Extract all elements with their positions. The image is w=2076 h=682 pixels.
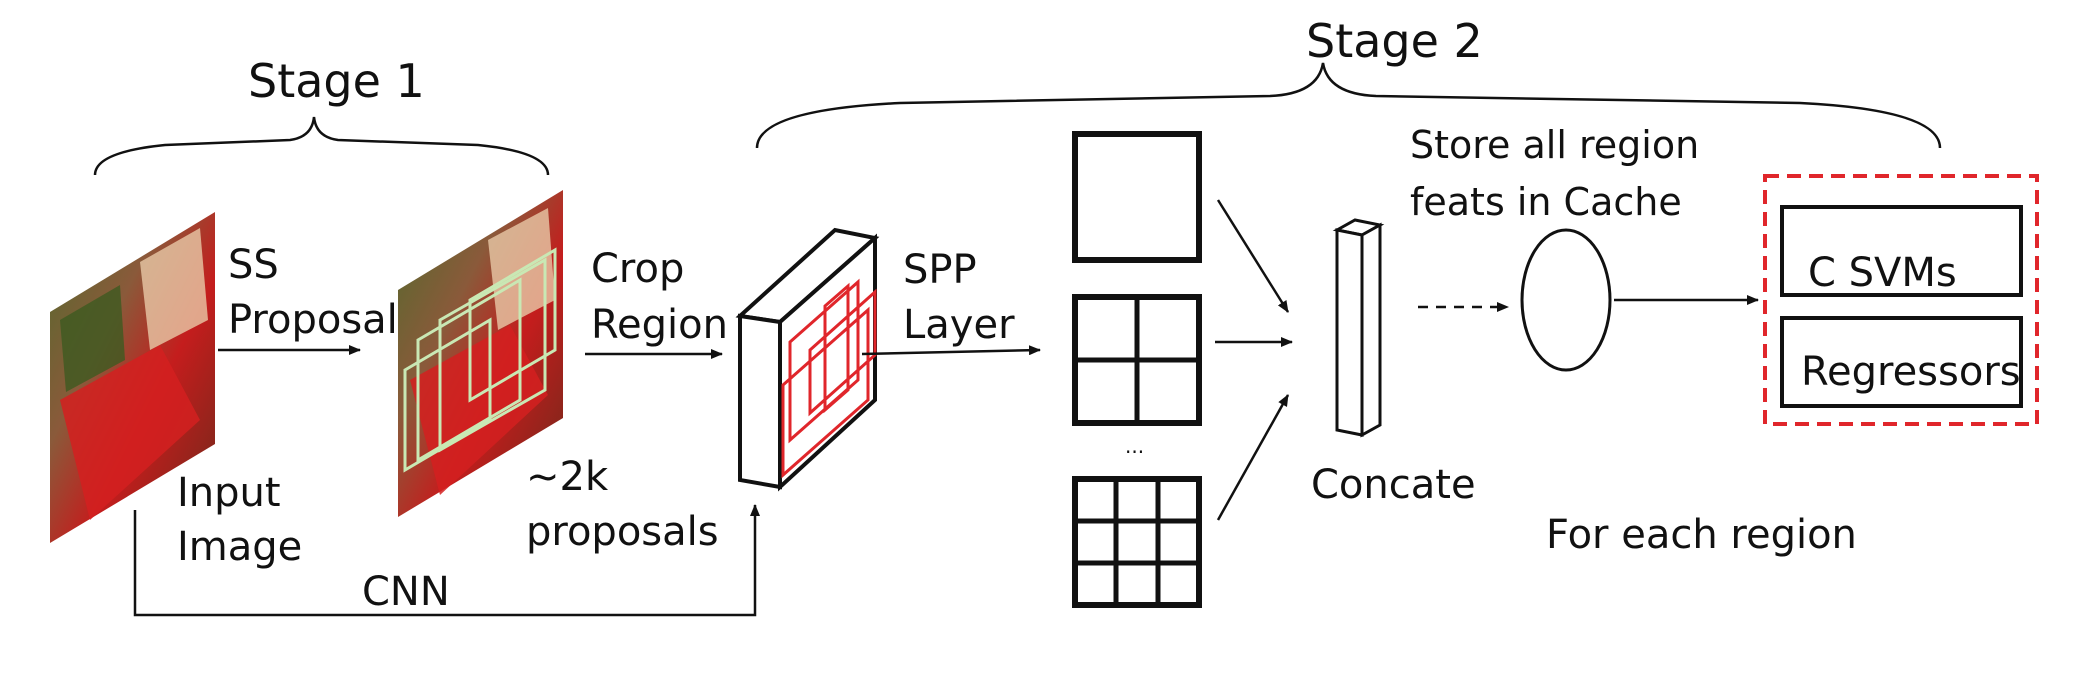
input-image-label-line1: Input xyxy=(177,470,281,516)
feature-cache xyxy=(1520,228,1612,372)
proposals-image xyxy=(398,190,563,517)
bin3-to-concat-arrow xyxy=(1216,394,1290,521)
proposals-count-line2: proposals xyxy=(526,509,719,555)
cache-label-line1: Store all region xyxy=(1410,123,1699,167)
spp-layer-label-line1: SPP xyxy=(903,247,977,293)
spp-bin-2x2 xyxy=(1072,294,1202,426)
concat-vector xyxy=(1332,218,1385,438)
spp-bin-3x3 xyxy=(1072,476,1202,608)
concate-label: Concate xyxy=(1311,462,1476,508)
stage1-brace xyxy=(93,116,550,176)
spp-layer-arrow xyxy=(861,345,1041,356)
cache-label-line2: feats in Cache xyxy=(1410,180,1682,224)
stage2-brace xyxy=(755,62,1942,149)
svm-label: C SVMs xyxy=(1808,250,1957,296)
cnn-arrow xyxy=(133,504,760,617)
svm-box xyxy=(1780,205,2023,297)
cnn-label: CNN xyxy=(362,569,450,615)
crop-region-label-line1: Crop xyxy=(591,246,684,292)
stage2-title: Stage 2 xyxy=(1306,14,1483,68)
roi-boxes xyxy=(781,278,877,479)
regressors-label: Regressors xyxy=(1801,349,2021,395)
bin1-to-concat-arrow xyxy=(1216,199,1290,313)
regressors-box xyxy=(1780,316,2023,408)
proposals-count-line1: ~2k xyxy=(526,454,609,500)
input-image-label-line2: Image xyxy=(177,524,302,570)
ss-proposal-label-line1: SS xyxy=(228,242,279,288)
input-image xyxy=(50,212,215,543)
stage1-title: Stage 1 xyxy=(248,54,425,108)
ss-proposal-label-line2: Proposal xyxy=(228,297,398,343)
spp-layer-label-line2: Layer xyxy=(903,302,1015,348)
feature-map xyxy=(735,227,880,492)
spp-bin-1x1 xyxy=(1072,131,1202,263)
per-region-heads-group xyxy=(1763,174,2039,426)
spp-ellipsis: ... xyxy=(1125,434,1144,458)
crop-region-label-line2: Region xyxy=(591,302,728,348)
for-each-region-label: For each region xyxy=(1546,512,1857,558)
